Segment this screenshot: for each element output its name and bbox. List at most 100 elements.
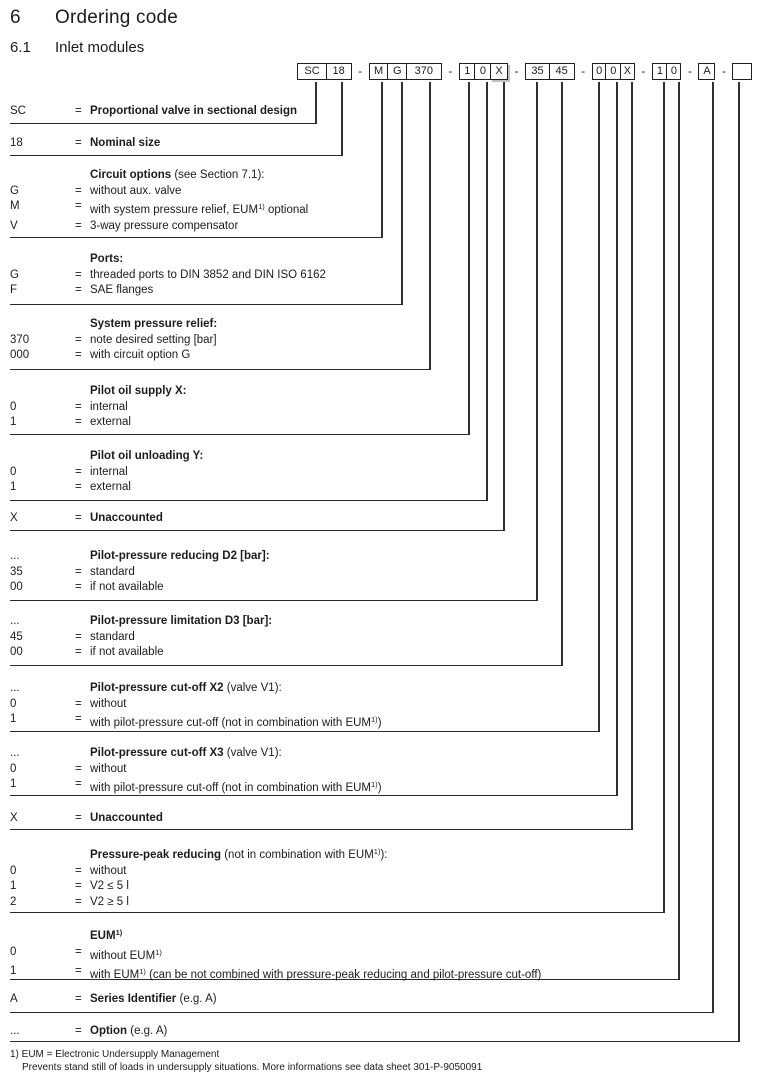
code-row: 0=without EUM1) — [10, 945, 680, 965]
description: Pilot oil supply X: — [90, 385, 187, 397]
equals-sign: = — [75, 184, 82, 197]
section-block: X=Unaccounted — [10, 811, 633, 830]
code-cell — [10, 252, 75, 268]
section-block: SC=Proportional valve in sectional desig… — [10, 104, 317, 124]
code-cell: ... — [10, 682, 20, 694]
code-box: 1 — [651, 63, 668, 80]
equals-sign: = — [75, 697, 82, 710]
equals-sign: = — [75, 512, 82, 524]
code-cell: ... — [10, 615, 20, 627]
equals-sign: = — [75, 646, 82, 658]
equals-sign — [75, 168, 90, 184]
page-title: Ordering code — [55, 7, 179, 28]
code-cell — [10, 449, 75, 465]
code-row: G=threaded ports to DIN 3852 and DIN ISO… — [10, 268, 403, 284]
code-cell: 00 — [10, 646, 23, 658]
code-box: A — [698, 63, 716, 80]
code-box: 370 — [405, 63, 442, 80]
code-row: 35=standard — [10, 565, 538, 581]
code-cell: 2 — [10, 895, 17, 908]
code-row: Ports: — [10, 252, 403, 268]
code-cell: 370 — [10, 333, 30, 346]
description: V2 ≤ 5 l — [90, 880, 129, 892]
code-cell: 1 — [10, 713, 17, 725]
code-cell: X — [10, 812, 18, 824]
equals-sign — [75, 317, 90, 333]
section-block: Pressure-peak reducing (not in combinati… — [10, 844, 665, 913]
code-cell: 0 — [10, 762, 17, 775]
code-row: 18=Nominal size — [10, 136, 343, 152]
code-row: SC=Proportional valve in sectional desig… — [10, 104, 317, 120]
code-box-empty — [732, 63, 753, 80]
description: 3-way pressure compensator — [90, 219, 239, 232]
code-box: G — [387, 63, 408, 80]
equals-sign: = — [75, 416, 82, 428]
section-block: ... Pilot-pressure cut-off X2 (valve V1):… — [10, 681, 600, 732]
description: Circuit options (see Section 7.1): — [90, 169, 265, 181]
code-cell — [10, 317, 75, 333]
code-box: M — [368, 63, 389, 80]
code-row: 1=with pilot-pressure cut-off (not in co… — [10, 712, 600, 732]
code-row: EUM1) — [10, 925, 680, 945]
description: V2 ≥ 5 l — [90, 895, 129, 908]
code-row: 0=without — [10, 864, 665, 880]
equals-sign: = — [75, 630, 82, 643]
description: Pilot-pressure reducing D2 [bar]: — [90, 550, 270, 562]
equals-sign: = — [75, 284, 82, 296]
description: standard — [90, 565, 135, 578]
equals-sign — [75, 614, 90, 630]
connector-line — [429, 82, 431, 370]
code-row: 00=if not available — [10, 580, 538, 596]
code-row: F=SAE flanges — [10, 283, 403, 299]
code-row: 0=without — [10, 762, 618, 778]
equals-sign: = — [75, 895, 82, 908]
code-row: ...Pilot-pressure limitation D3 [bar]: — [10, 614, 563, 630]
connector-line — [536, 82, 538, 601]
description: Pressure-peak reducing (not in combinati… — [90, 847, 388, 861]
equals-sign: = — [75, 333, 82, 346]
code-cell: 0 — [10, 864, 17, 877]
code-row: ...Pilot-pressure cut-off X3 (valve V1): — [10, 746, 618, 762]
code-cell: ... — [10, 550, 20, 562]
equals-sign: = — [75, 200, 82, 212]
equals-sign: = — [75, 812, 82, 824]
connector-line — [616, 82, 618, 796]
section-block: X=Unaccounted — [10, 511, 505, 531]
code-box: SC — [297, 63, 327, 80]
code-row: X=Unaccounted — [10, 511, 505, 527]
equals-sign: = — [75, 349, 82, 361]
description: with circuit option G — [90, 349, 191, 361]
code-row: X=Unaccounted — [10, 811, 633, 827]
subsection-number: 6.1 — [10, 39, 31, 56]
connector-line — [503, 82, 505, 531]
code-box: 0 — [666, 63, 682, 80]
description: if not available — [90, 646, 164, 658]
description: Pilot-pressure cut-off X2 (valve V1): — [90, 682, 282, 694]
code-row: 00 = if not available — [10, 645, 563, 661]
equals-sign: = — [75, 565, 82, 578]
code-row: G=without aux. valve — [10, 184, 383, 200]
code-box: 45 — [548, 63, 575, 80]
code-row: Pilot oil unloading Y: — [10, 449, 488, 465]
code-separator: - — [721, 64, 726, 78]
code-box: 1 — [458, 63, 476, 80]
section-block: A=Series Identifier (e.g. A) — [10, 992, 714, 1013]
code-cell: F — [10, 284, 18, 296]
code-cell: 0 — [10, 465, 17, 478]
section-block: ...=Option (e.g. A) — [10, 1024, 740, 1042]
section-number: 6 — [10, 7, 21, 28]
code-box: X — [490, 63, 509, 80]
code-cell — [10, 168, 75, 184]
code-separator: - — [581, 64, 586, 78]
connector-line — [381, 82, 383, 238]
equals-sign: = — [75, 762, 82, 775]
code-row: 1=with EUM1) (can be not combined with p… — [10, 964, 680, 984]
description: standard — [90, 630, 135, 643]
code-row: 1=external — [10, 480, 488, 496]
code-box: X — [619, 63, 635, 80]
